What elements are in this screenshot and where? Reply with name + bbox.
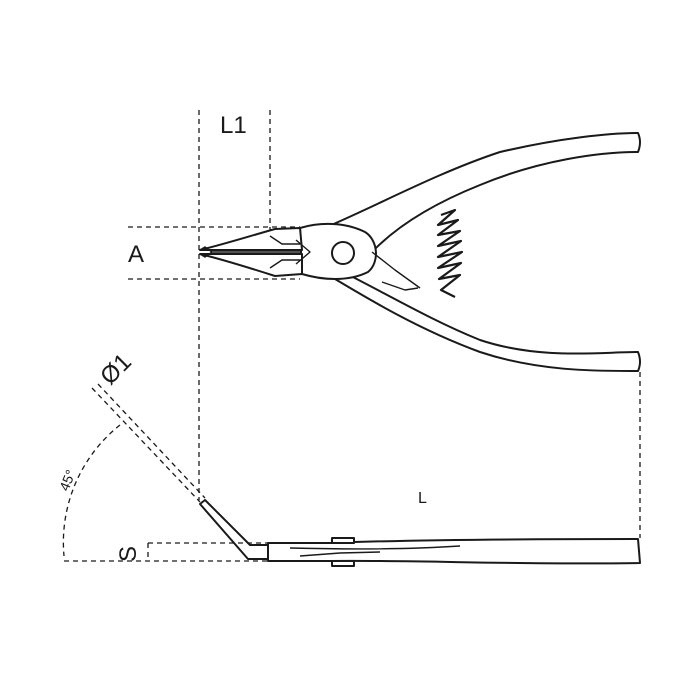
pivot-bolt	[331, 241, 355, 265]
pliers-side-view	[199, 499, 641, 567]
lower-tip	[199, 253, 303, 277]
side-body	[267, 538, 641, 565]
pliers-top-view	[199, 132, 641, 373]
label-l: L	[418, 490, 427, 507]
label-s: S	[115, 546, 142, 562]
label-diameter: Ø1	[95, 349, 137, 391]
dimension-labels: L1 A Ø1 45° L S	[56, 112, 427, 562]
lower-handle	[329, 267, 641, 373]
dimension-lines	[62, 110, 641, 562]
crossing-strap	[371, 251, 421, 291]
side-rivet-top	[331, 537, 355, 544]
angle-arc	[62, 424, 121, 557]
spring-coil	[436, 208, 464, 298]
label-l1: L1	[220, 112, 247, 139]
tip-detail	[199, 235, 311, 269]
label-angle: 45°	[56, 467, 79, 493]
side-rivet-bottom	[331, 560, 355, 567]
diameter-line-a	[91, 387, 201, 503]
bent-tip	[199, 499, 269, 560]
side-detail	[289, 545, 461, 557]
upper-tip	[199, 227, 303, 251]
upper-handle	[304, 132, 641, 253]
label-a: A	[128, 241, 144, 268]
diameter-line-b	[97, 383, 206, 499]
